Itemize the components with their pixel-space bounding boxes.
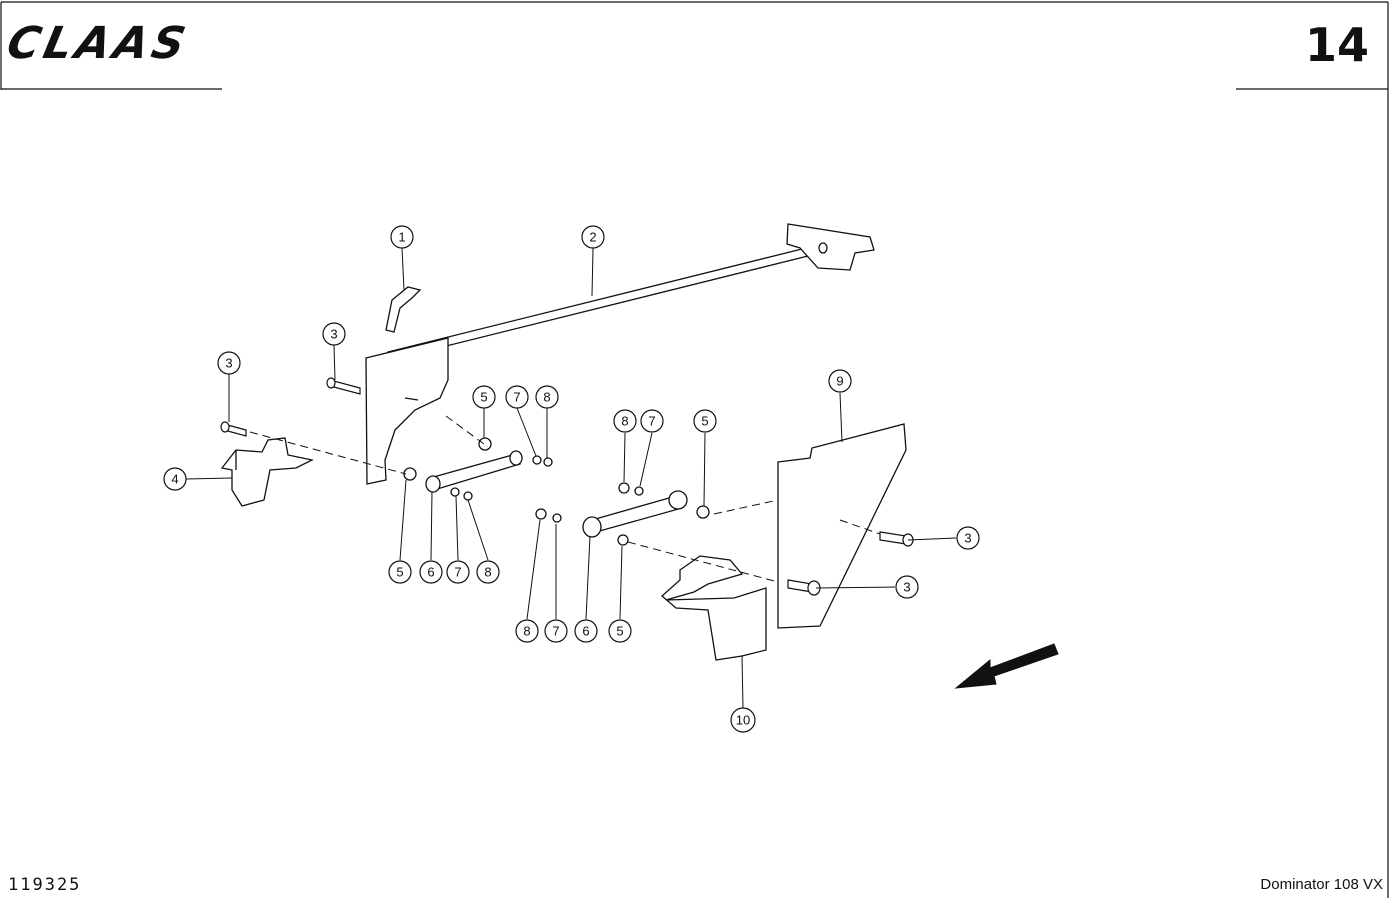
- bolt-right-upper: [879, 531, 914, 547]
- svg-text:5: 5: [701, 414, 708, 429]
- svg-text:7: 7: [513, 390, 520, 405]
- direction-arrow: [954, 643, 1059, 689]
- callout-7: 7: [640, 409, 664, 433]
- svg-text:3: 3: [964, 531, 971, 546]
- right-side-plate: [777, 423, 907, 629]
- callout-3: 3: [895, 575, 919, 599]
- callout-7: 7: [505, 385, 529, 409]
- callout-7: 7: [446, 560, 470, 584]
- svg-text:7: 7: [648, 414, 655, 429]
- svg-text:9: 9: [836, 374, 843, 389]
- callout-3: 3: [322, 322, 346, 346]
- bolt-left: [220, 421, 247, 437]
- svg-text:7: 7: [552, 624, 559, 639]
- callout-8: 8: [476, 560, 500, 584]
- svg-text:3: 3: [225, 356, 232, 371]
- callout-5: 5: [472, 385, 496, 409]
- svg-text:3: 3: [330, 327, 337, 342]
- reference-number: 119325: [8, 875, 82, 895]
- guide-part: [385, 286, 422, 333]
- svg-text:6: 6: [582, 624, 589, 639]
- callout-4: 4: [163, 467, 187, 491]
- svg-text:3: 3: [903, 580, 910, 595]
- left-spacer-shaft: [403, 437, 553, 501]
- callout-9: 9: [828, 369, 852, 393]
- bolt-right-lower: [787, 579, 821, 596]
- svg-text:8: 8: [523, 624, 530, 639]
- svg-text:10: 10: [736, 713, 750, 728]
- callout-5: 5: [693, 409, 717, 433]
- callout-1: 1: [390, 225, 414, 249]
- callout-8: 8: [613, 409, 637, 433]
- callout-3: 3: [217, 351, 241, 375]
- left-side-plate: [365, 337, 449, 485]
- right-spacer-shaft: [535, 482, 710, 546]
- left-bracket: [220, 437, 314, 507]
- right-bracket: [661, 555, 767, 661]
- callout-8: 8: [515, 619, 539, 643]
- callout-6: 6: [574, 619, 598, 643]
- page-number: 14: [1304, 18, 1369, 72]
- svg-text:5: 5: [396, 565, 403, 580]
- svg-text:5: 5: [480, 390, 487, 405]
- callout-5: 5: [608, 619, 632, 643]
- callout-6: 6: [419, 560, 443, 584]
- svg-text:8: 8: [484, 565, 491, 580]
- svg-text:6: 6: [427, 565, 434, 580]
- bolt-upper: [326, 377, 361, 395]
- svg-text:5: 5: [616, 624, 623, 639]
- svg-text:7: 7: [454, 565, 461, 580]
- callout-5: 5: [388, 560, 412, 584]
- svg-text:8: 8: [543, 390, 550, 405]
- callout-2: 2: [581, 225, 605, 249]
- svg-text:1: 1: [398, 230, 405, 245]
- callout-8: 8: [535, 385, 559, 409]
- svg-text:4: 4: [171, 472, 178, 487]
- callout-3: 3: [956, 526, 980, 550]
- shaft-part: [387, 223, 875, 361]
- leader-lines: [185, 247, 957, 709]
- callout-10: 10: [730, 707, 756, 733]
- callout-7: 7: [544, 619, 568, 643]
- assembly-lines: [249, 415, 881, 583]
- svg-text:2: 2: [589, 230, 596, 245]
- model-name: Dominator 108 VX: [1260, 876, 1383, 893]
- svg-text:8: 8: [621, 414, 628, 429]
